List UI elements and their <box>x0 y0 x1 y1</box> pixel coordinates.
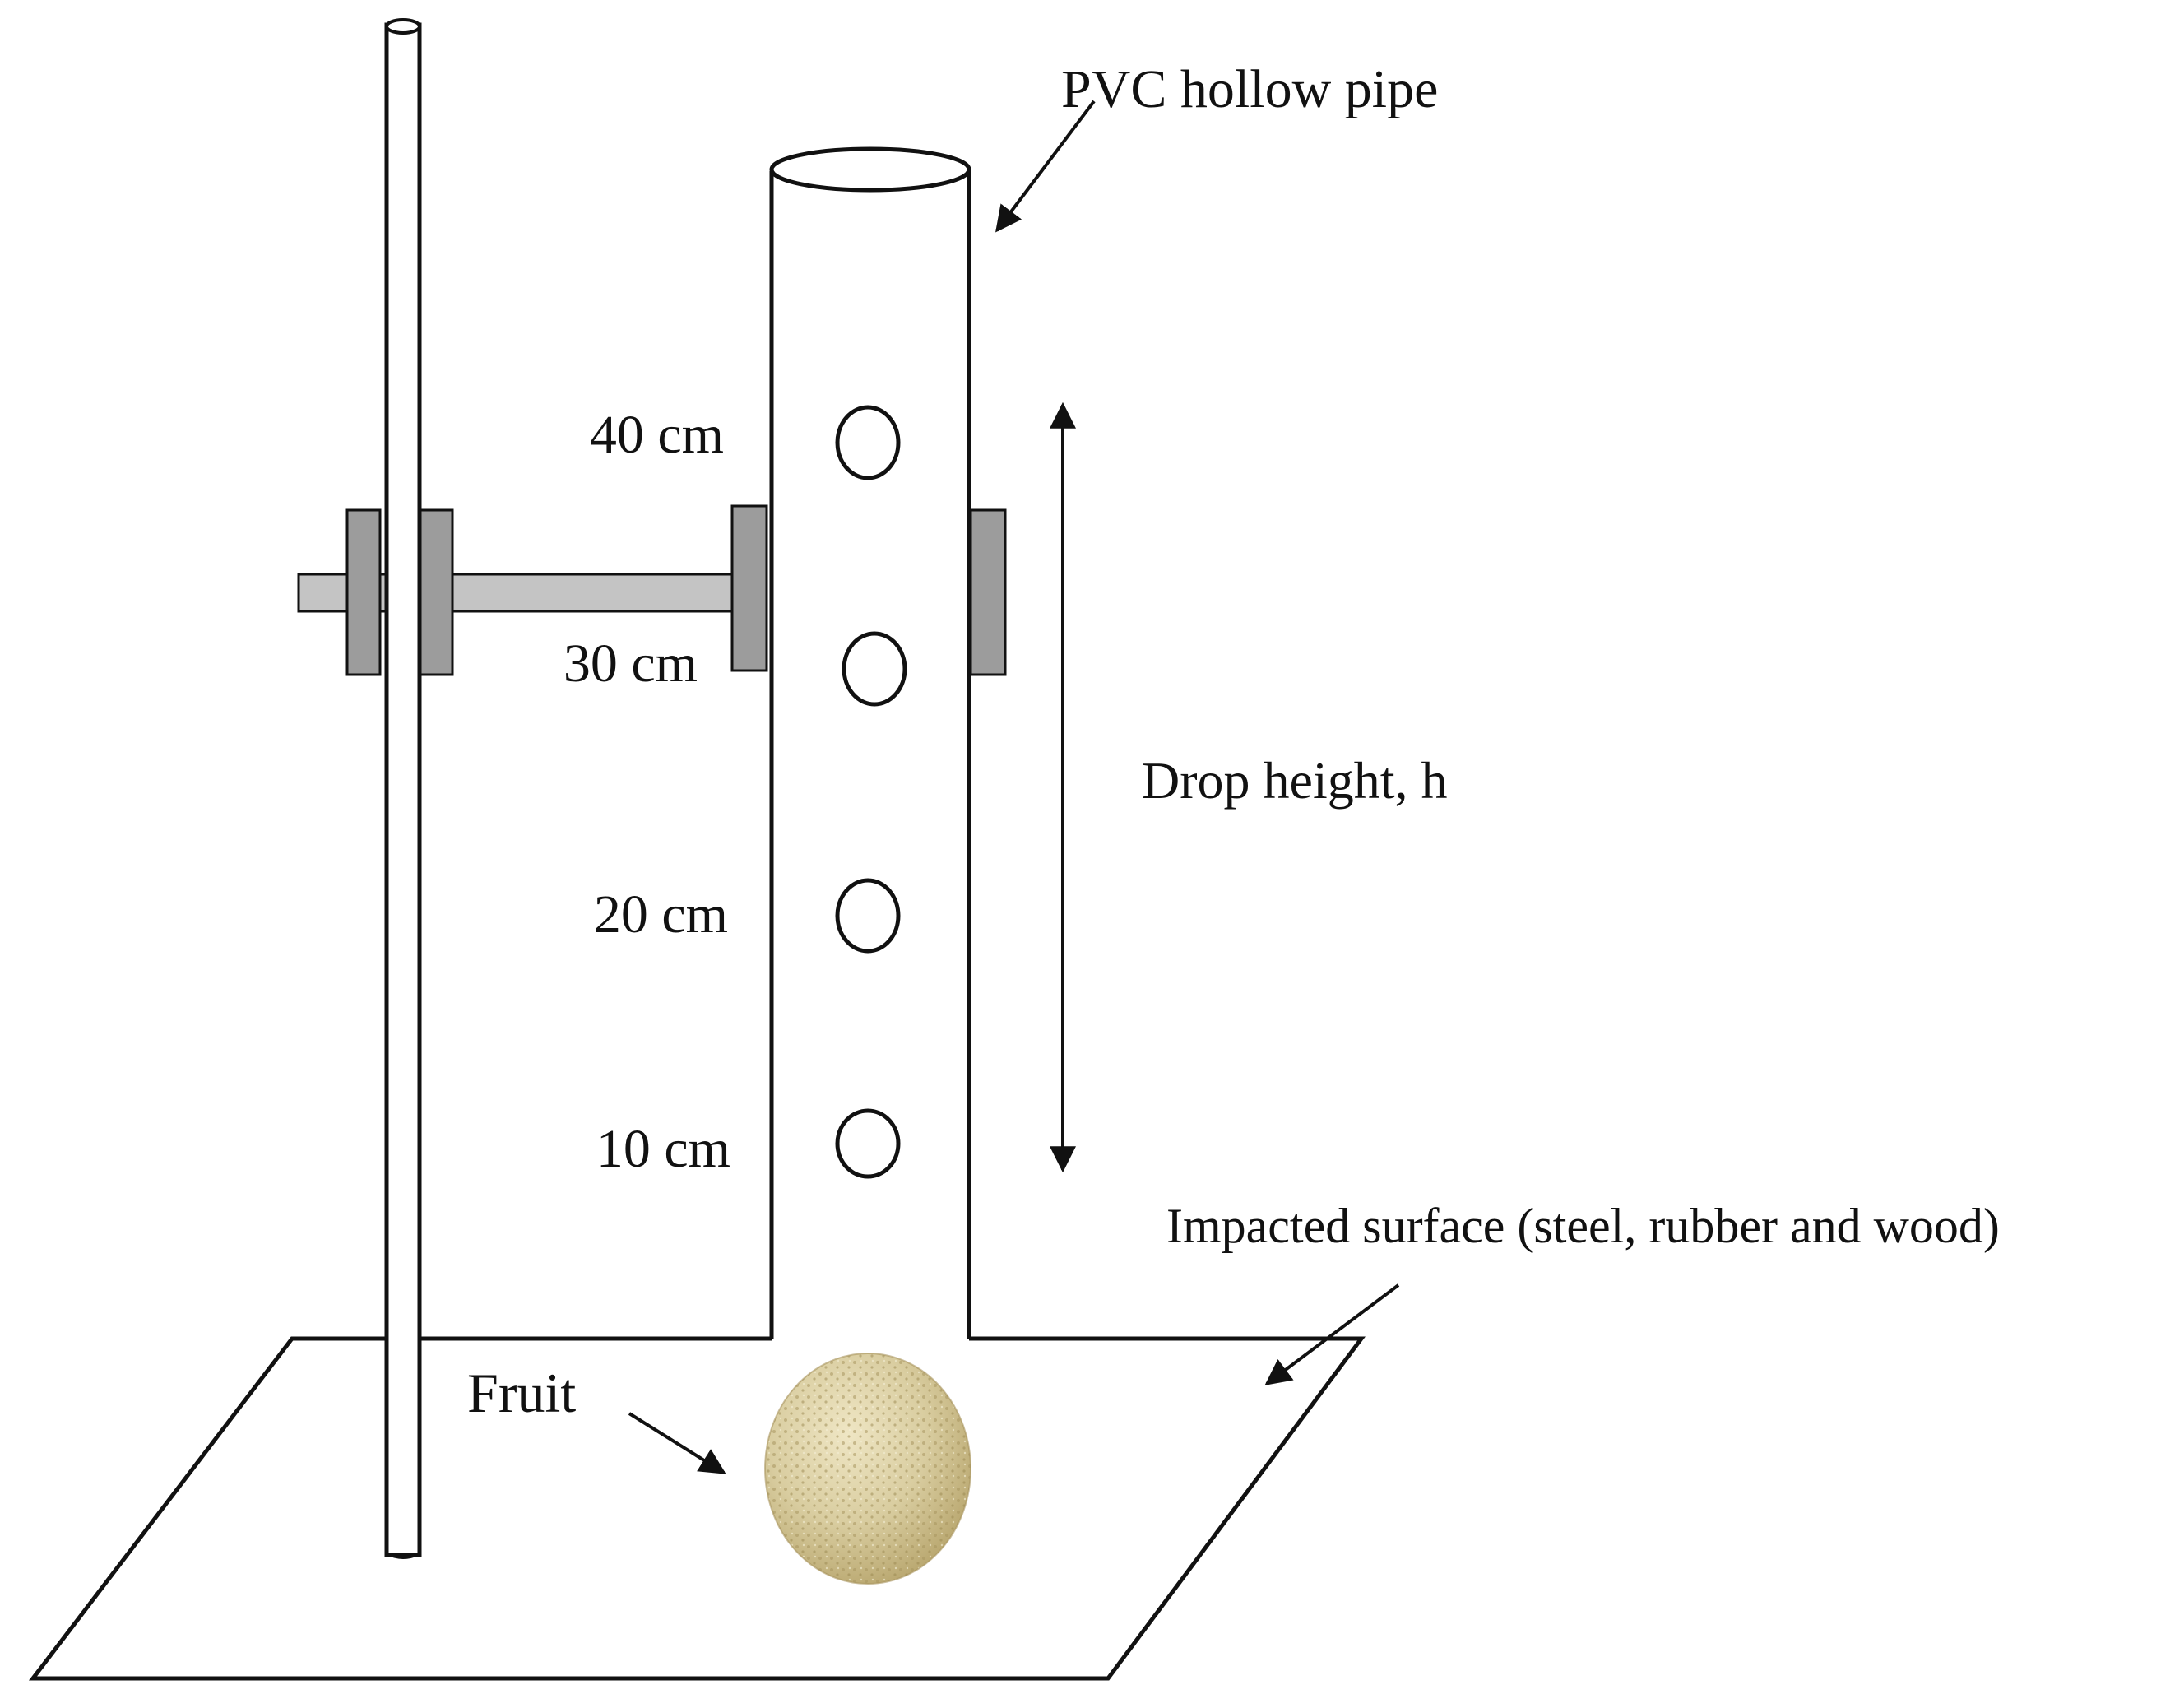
fruit-pointer-arrow <box>628 1412 726 1474</box>
height-label-40cm: 40 cm <box>590 405 724 465</box>
pipe-pointer-arrow <box>995 100 1096 233</box>
drop-hole-10cm <box>835 1108 901 1179</box>
height-label-30cm: 30 cm <box>563 634 698 694</box>
stand-rod-bottom <box>386 1552 420 1559</box>
drop-hole-30cm <box>842 631 907 707</box>
impact-surface-plate <box>28 1336 1366 1681</box>
clamp-block-left-inner <box>418 508 454 676</box>
height-label-20cm: 20 cm <box>594 884 728 945</box>
clamp-block-left <box>345 508 382 676</box>
clamp-block-pipe-left <box>730 504 768 672</box>
surface-pointer-arrow <box>1264 1283 1400 1385</box>
stand-rod-top <box>385 18 421 35</box>
pvc-pipe-top-opening <box>769 146 971 193</box>
fruit-label: Fruit <box>467 1362 576 1424</box>
drop-hole-20cm <box>835 878 901 954</box>
pipe-label: PVC hollow pipe <box>1061 59 1438 119</box>
height-label-10cm: 10 cm <box>596 1119 730 1179</box>
drop-height-label: Drop height, h <box>1142 751 1448 810</box>
surface-label: Impacted surface (steel, rubber and wood… <box>1166 1199 2000 1253</box>
fruit-melon <box>764 1353 971 1585</box>
clamp-block-pipe-right <box>969 508 1007 676</box>
drop-hole-40cm <box>835 405 901 480</box>
stand-rod <box>384 22 422 1557</box>
